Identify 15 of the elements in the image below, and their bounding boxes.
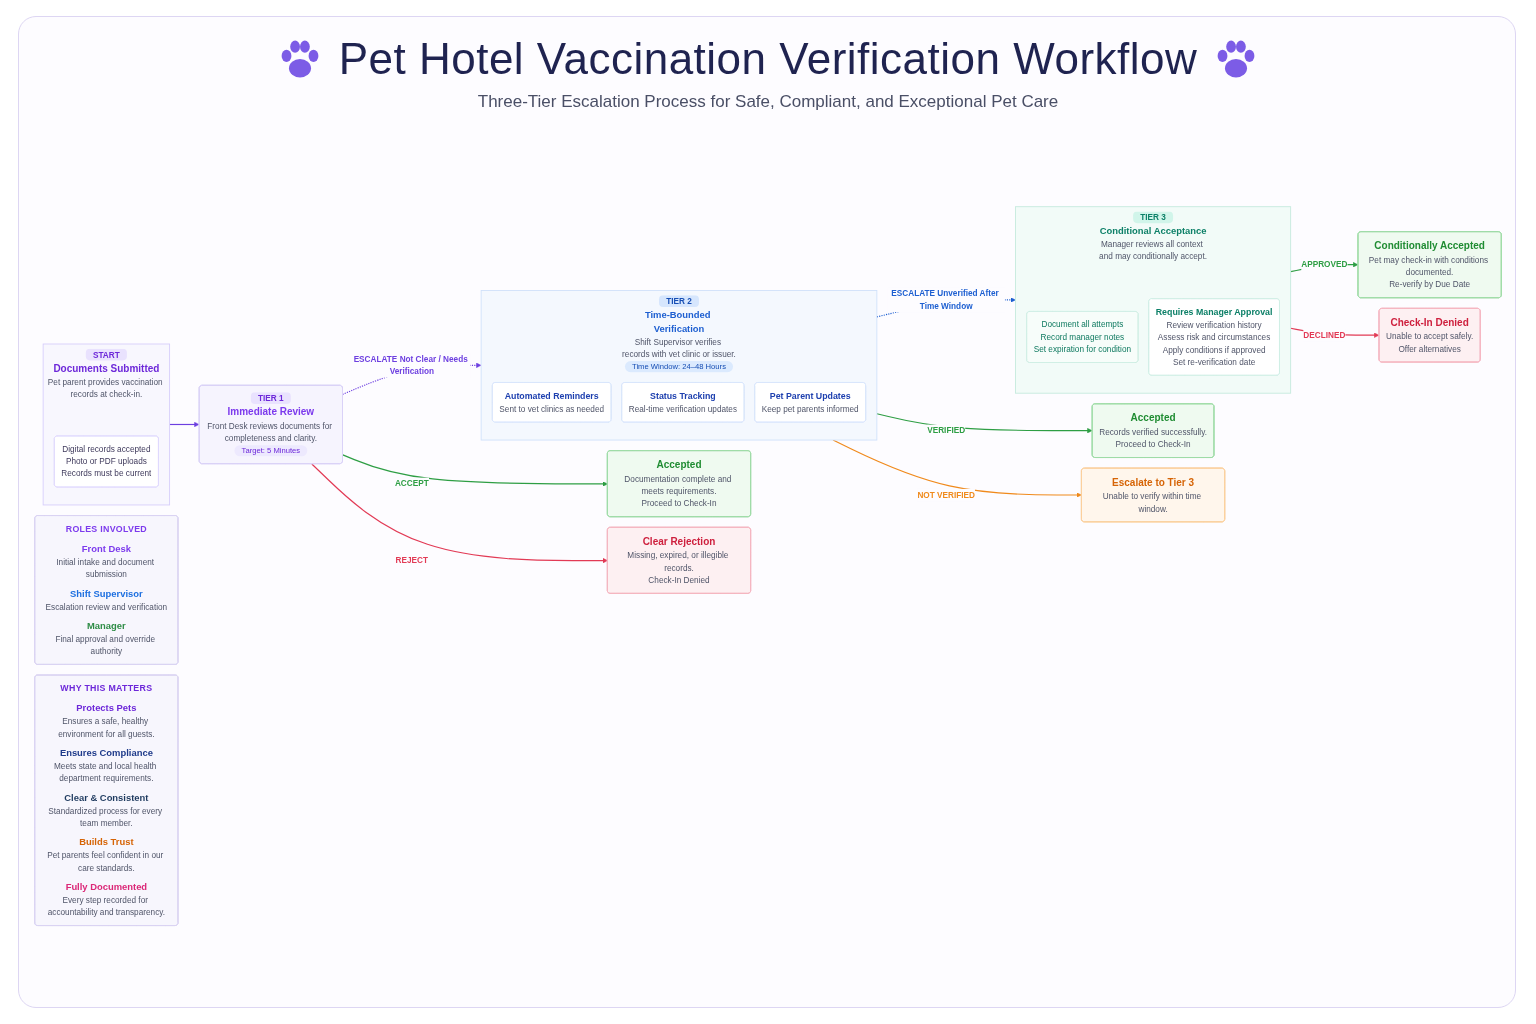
edge-label: REJECT [395,555,429,565]
edge-label: ESCALATE Unverified After Time Window [891,288,999,311]
subtitle: Three-Tier Escalation Process for Safe, Compliant, and Exceptional Pet Care [477,92,1059,112]
edge-label: APPROVED [1301,259,1348,269]
arrow [342,454,608,487]
edge-label: ESCALATE Not Clear / Needs Verification [353,354,468,376]
edge-label: VERIFIED [927,425,966,435]
arrow [311,463,608,564]
edge-label: DECLINED [1303,330,1346,340]
edge-label: NOT VERIFIED [917,489,975,500]
edge-label: ACCEPT [394,478,429,488]
arrow [832,439,1082,498]
title: Pet Hotel Vaccination Verification Workflow [338,34,1198,84]
arrow [169,421,200,427]
node-text: Document all attempts Record manager notes Set expiration for condition [1033,319,1132,354]
